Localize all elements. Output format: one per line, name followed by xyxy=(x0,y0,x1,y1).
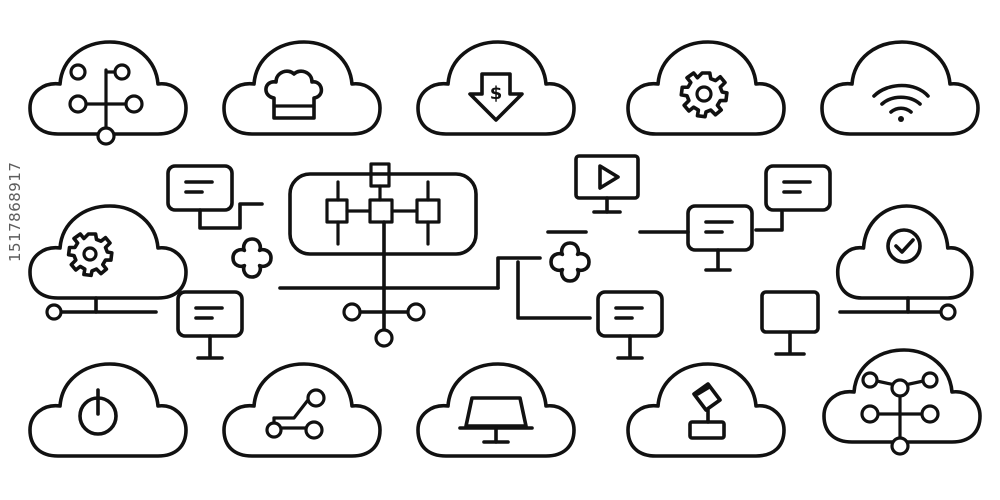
cloud-monitor-icon xyxy=(416,362,576,458)
cloud-share-icon xyxy=(222,362,382,458)
monitor-icon xyxy=(596,290,664,358)
connector-line xyxy=(518,262,590,318)
monitors-network-icon xyxy=(640,164,832,354)
svg-text:$: $ xyxy=(490,83,503,104)
monitor-icon xyxy=(176,290,244,358)
network-node-icon xyxy=(231,237,273,279)
screen-box-icon xyxy=(166,164,234,212)
flowchart-network-icon xyxy=(280,164,540,346)
connector-line xyxy=(200,204,262,228)
stock-image-id: 1517868917 xyxy=(6,161,24,262)
cloud-gear-icon xyxy=(626,40,786,136)
monitor-play-icon xyxy=(576,156,638,212)
cloud-power-icon xyxy=(28,362,188,458)
cloud-usb-drive-icon xyxy=(626,362,786,458)
cloud-check-network-icon xyxy=(835,204,974,319)
network-node-icon xyxy=(549,241,591,283)
cloud-chef-hat-icon xyxy=(222,40,382,136)
cloud-gear-network-icon xyxy=(28,204,188,319)
cloud-dollar-down-icon: $ xyxy=(416,40,576,136)
cloud-network-hub-icon xyxy=(822,348,982,454)
cloud-wifi-icon xyxy=(820,40,980,136)
cloud-network-hub-icon xyxy=(28,40,188,144)
